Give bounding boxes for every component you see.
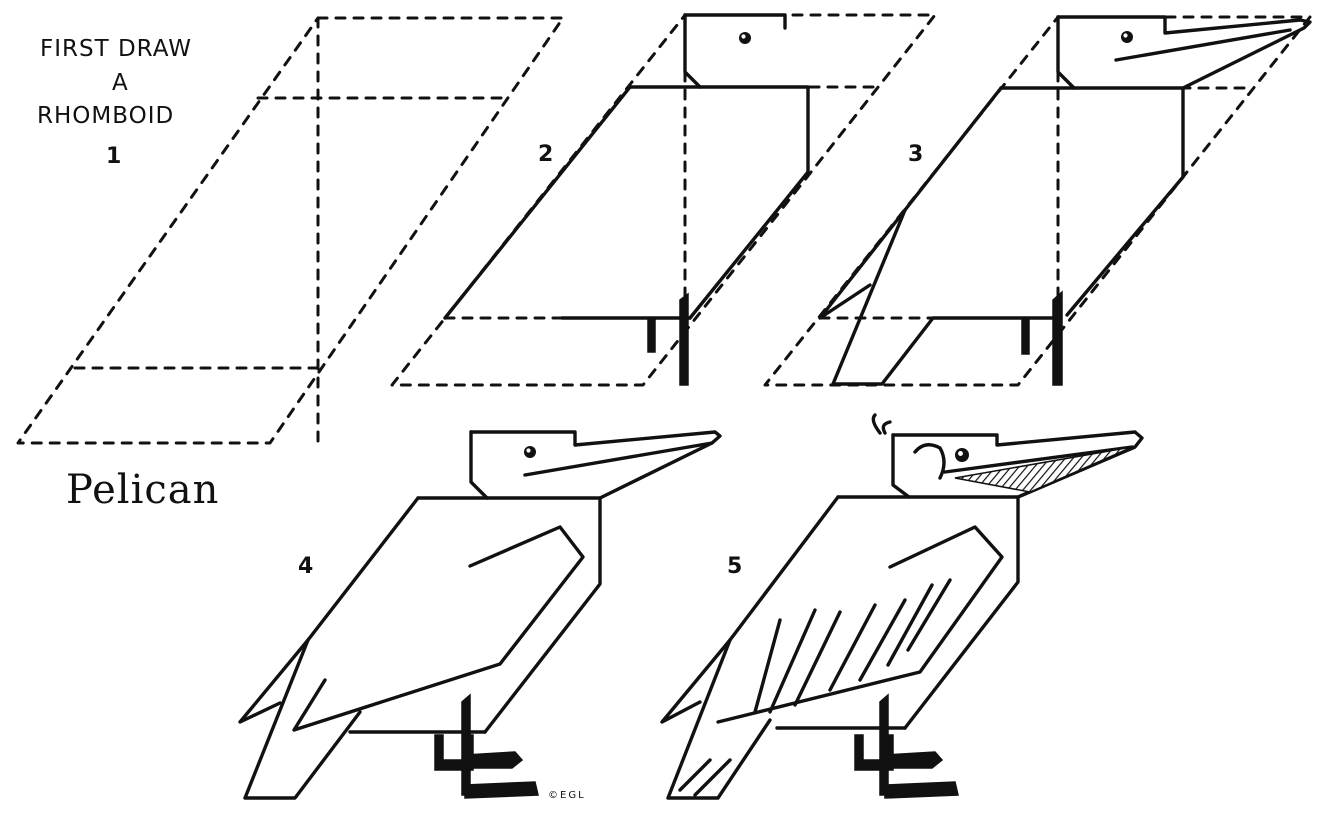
outline-stroke bbox=[858, 598, 907, 682]
outline-stroke bbox=[881, 420, 892, 435]
outline-stroke bbox=[871, 413, 882, 435]
outline-stroke bbox=[628, 85, 810, 320]
guide-line bbox=[390, 13, 937, 387]
leg-foot-shape bbox=[461, 693, 471, 796]
eye-highlight bbox=[526, 448, 531, 453]
step-4-wing bbox=[238, 430, 722, 800]
leg-foot-shape bbox=[884, 751, 944, 769]
outline-stroke bbox=[292, 525, 585, 732]
outline-stroke bbox=[469, 430, 489, 500]
leg-foot-shape bbox=[1052, 290, 1063, 386]
leg-foot-shape bbox=[884, 781, 959, 799]
outline-stroke bbox=[716, 525, 1004, 724]
outline-stroke bbox=[683, 13, 787, 30]
guide-line bbox=[16, 16, 565, 445]
eye-highlight bbox=[958, 451, 963, 456]
outline-stroke bbox=[753, 618, 782, 714]
page-title: Pelican bbox=[66, 467, 220, 513]
outline-stroke bbox=[891, 433, 911, 499]
outline-stroke bbox=[469, 430, 722, 500]
outline-stroke bbox=[886, 583, 934, 667]
leg-foot-shape bbox=[464, 751, 524, 769]
outline-stroke bbox=[666, 638, 772, 800]
guide-line bbox=[763, 15, 1312, 387]
outline-stroke bbox=[416, 496, 602, 734]
step-number-4: 4 bbox=[298, 554, 314, 579]
step-2-body-head bbox=[390, 13, 937, 387]
instruction-line-2: A bbox=[112, 70, 129, 96]
outline-stroke bbox=[660, 638, 732, 724]
outline-stroke bbox=[836, 495, 1020, 730]
step-number-1: 1 bbox=[106, 144, 122, 169]
outline-stroke bbox=[306, 496, 420, 642]
outline-stroke bbox=[728, 495, 840, 642]
leg-foot-shape bbox=[647, 317, 656, 353]
outline-stroke bbox=[793, 610, 842, 707]
instruction-line-1: FIRST DRAW bbox=[40, 36, 192, 62]
step-number-2: 2 bbox=[538, 142, 554, 167]
leg-foot-shape bbox=[679, 292, 689, 386]
eye-icon bbox=[524, 446, 536, 458]
instruction-line-3: RHOMBOID bbox=[37, 103, 175, 129]
outline-stroke bbox=[903, 86, 1003, 212]
outline-stroke bbox=[683, 13, 702, 89]
leg-foot-shape bbox=[464, 781, 539, 799]
outline-stroke bbox=[243, 638, 362, 800]
outline-stroke bbox=[523, 441, 714, 477]
outline-stroke bbox=[906, 578, 952, 652]
eye-icon bbox=[1121, 31, 1133, 43]
outline-stroke bbox=[999, 86, 1185, 317]
outline-stroke bbox=[828, 603, 877, 692]
outline-stroke bbox=[1056, 15, 1076, 90]
step-5-finished bbox=[660, 413, 1144, 800]
eye-icon bbox=[739, 32, 751, 44]
outline-stroke bbox=[818, 208, 907, 320]
outline-stroke bbox=[693, 758, 732, 797]
outline-stroke bbox=[943, 445, 1134, 474]
outline-stroke bbox=[768, 608, 817, 714]
step-3-beak-tail bbox=[763, 15, 1312, 387]
eye-highlight bbox=[741, 34, 746, 39]
leg-foot-shape bbox=[1021, 317, 1030, 355]
outline-stroke bbox=[238, 638, 310, 724]
eye-highlight bbox=[1123, 33, 1128, 38]
step-number-5: 5 bbox=[727, 554, 743, 579]
outline-stroke bbox=[831, 208, 1062, 386]
artist-signature: ©EGL bbox=[548, 790, 586, 801]
step-1-rhomboid bbox=[16, 16, 565, 445]
outline-stroke bbox=[678, 758, 712, 792]
outline-stroke bbox=[443, 85, 632, 320]
step-number-3: 3 bbox=[908, 142, 924, 167]
outline-stroke bbox=[891, 430, 1144, 499]
outline-stroke bbox=[1114, 28, 1292, 62]
outline-stroke bbox=[913, 443, 946, 480]
leg-foot-shape bbox=[879, 693, 889, 796]
outline-stroke bbox=[1056, 15, 1312, 90]
pouch-hatching bbox=[954, 446, 1133, 493]
